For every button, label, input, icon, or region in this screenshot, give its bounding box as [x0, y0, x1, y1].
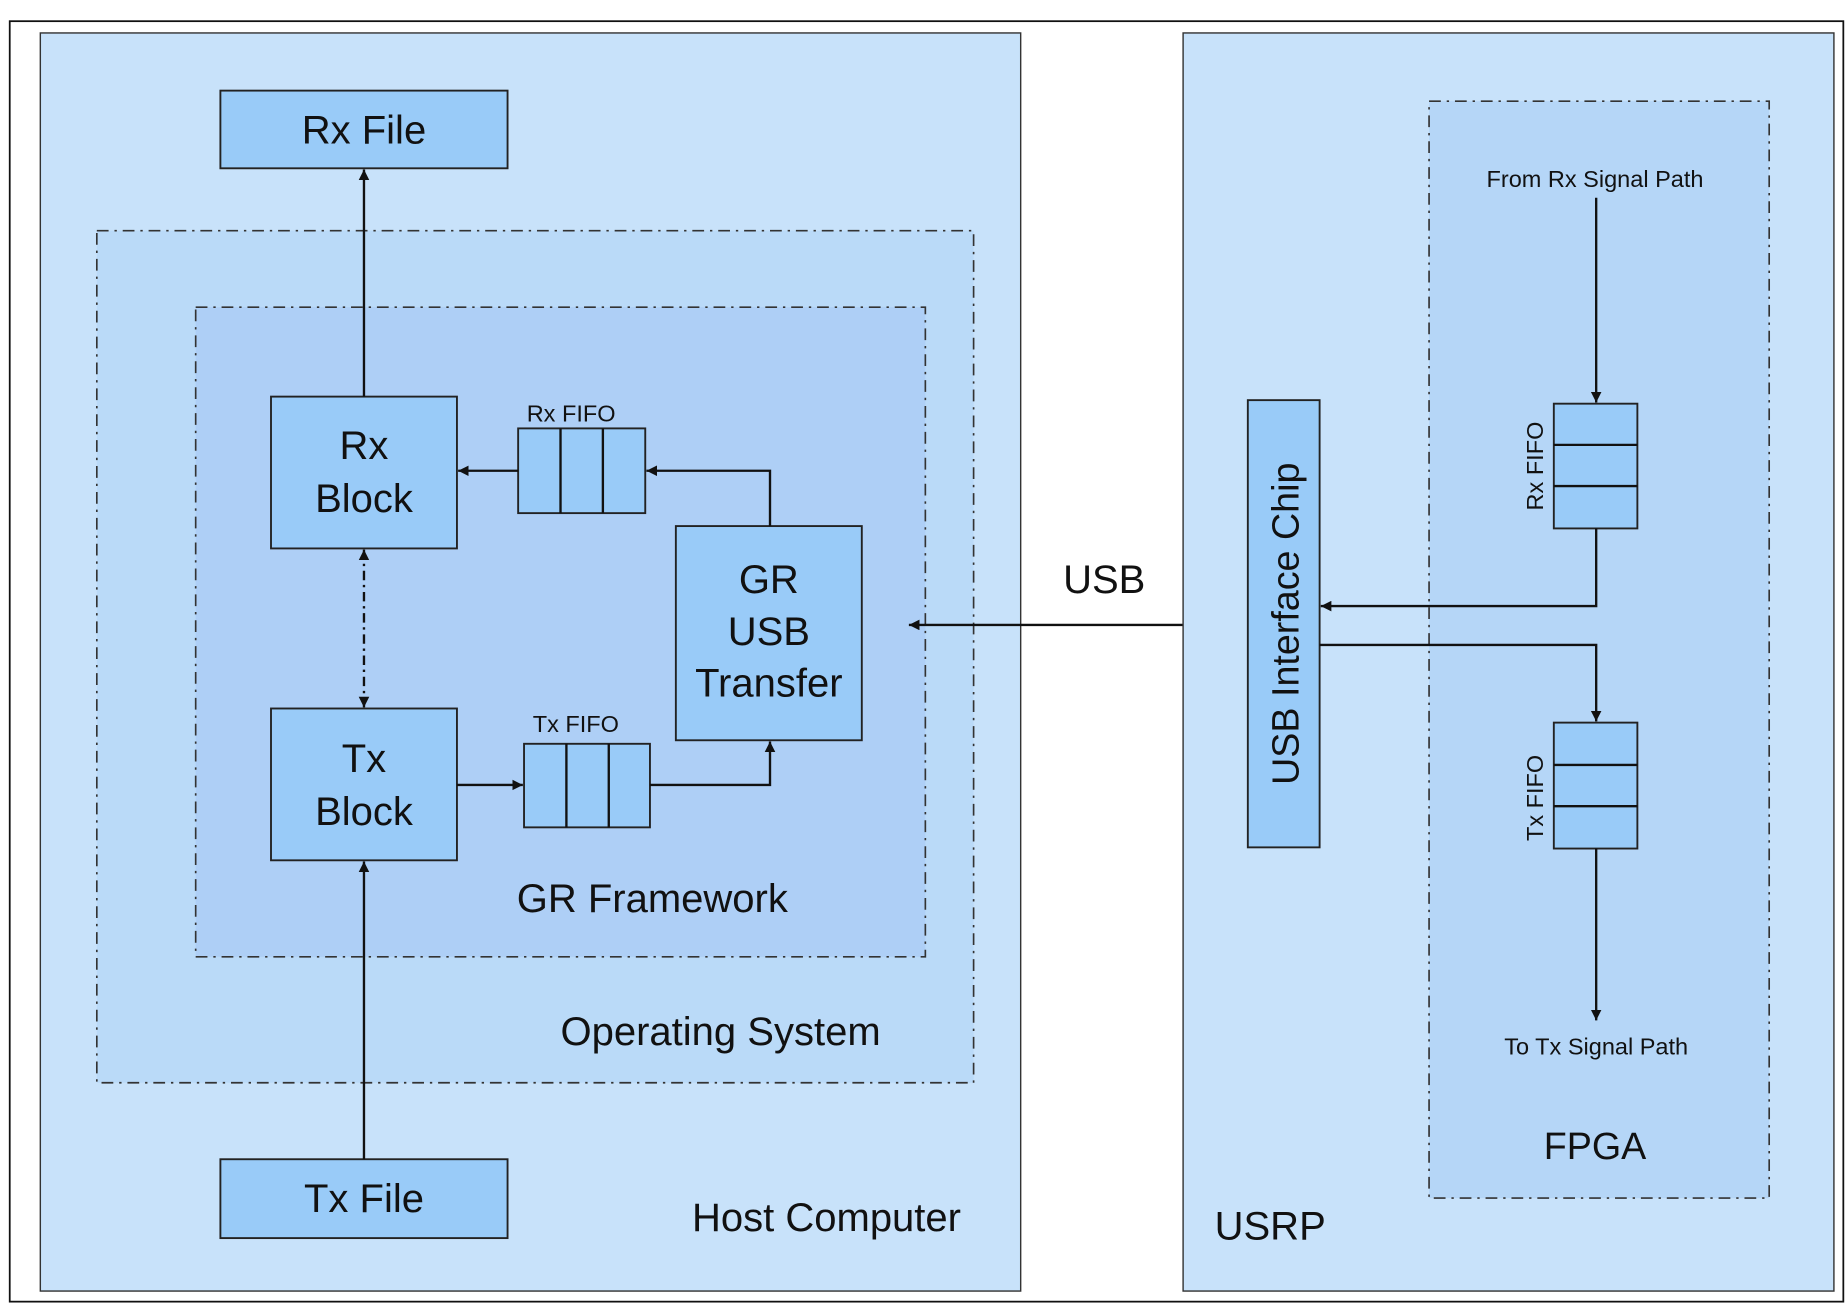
- usb-interface-chip-box: USB Interface Chip: [1246, 399, 1321, 849]
- tx-fifo-to-usb-transfer-arrow: [649, 741, 776, 787]
- rx-file-box: Rx File: [219, 89, 509, 170]
- fpga-tx-fifo-label: Tx FIFO: [1522, 755, 1548, 841]
- rx-block-label-1: Rx: [340, 424, 389, 468]
- host-rx-fifo-label: Rx FIFO: [527, 400, 616, 426]
- tx-block-label-1: Tx: [342, 737, 386, 781]
- usb-transfer-to-rx-fifo-arrow: [646, 465, 772, 527]
- tx-block-box: Tx Block: [270, 707, 458, 862]
- to-tx-signal-path-label: To Tx Signal Path: [1504, 1033, 1688, 1059]
- gr-usb-transfer-box: GR USB Transfer: [674, 525, 863, 742]
- host-computer-label: Host Computer: [692, 1196, 961, 1240]
- rx-fifo-to-chip-arrow: [1320, 528, 1598, 612]
- usb-interface-chip-label: USB Interface Chip: [1264, 463, 1306, 785]
- tx-file-box: Tx File: [219, 1158, 509, 1240]
- usb-link-label: USB: [1063, 558, 1145, 602]
- tx-file-label: Tx File: [304, 1177, 424, 1221]
- usrp-arrows: [1319, 197, 1602, 1021]
- fpga-rx-fifo: Rx FIFO: [1522, 402, 1639, 530]
- host-tx-fifo-label: Tx FIFO: [533, 711, 619, 737]
- host-arrows: [358, 169, 776, 1160]
- tx-block-label-2: Block: [315, 790, 414, 834]
- fpga-region: FPGA From Rx Signal Path To Tx Signal Pa…: [1428, 100, 1771, 1199]
- usb-transfer-label-2: USB: [728, 610, 810, 654]
- chip-to-tx-fifo-arrow: [1319, 643, 1602, 722]
- from-rx-signal-path-label: From Rx Signal Path: [1487, 166, 1704, 192]
- rx-block-label-2: Block: [315, 477, 414, 521]
- fpga-label: FPGA: [1544, 1125, 1647, 1167]
- usrp-label: USRP: [1215, 1204, 1326, 1248]
- usb-transfer-label-1: GR: [739, 558, 799, 602]
- fpga-rx-fifo-label: Rx FIFO: [1522, 422, 1548, 511]
- usb-transfer-label-3: Transfer: [695, 662, 842, 706]
- rx-block-box: Rx Block: [270, 395, 458, 550]
- gr-framework-label: GR Framework: [517, 877, 789, 921]
- fpga-tx-fifo: Tx FIFO: [1522, 721, 1639, 850]
- rx-file-label: Rx File: [302, 109, 426, 153]
- operating-system-label: Operating System: [561, 1010, 881, 1054]
